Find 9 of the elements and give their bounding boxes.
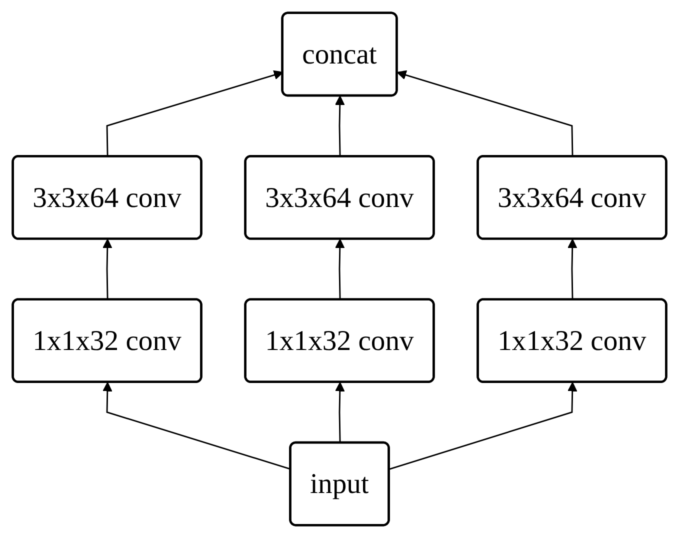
arrow <box>102 382 291 470</box>
arrow <box>568 238 578 300</box>
arrow <box>335 96 345 157</box>
arrow <box>106 70 284 157</box>
arrow <box>335 382 345 444</box>
arrow <box>102 238 112 300</box>
arrow <box>335 238 345 300</box>
arrow <box>396 70 574 157</box>
arrow <box>389 382 578 470</box>
